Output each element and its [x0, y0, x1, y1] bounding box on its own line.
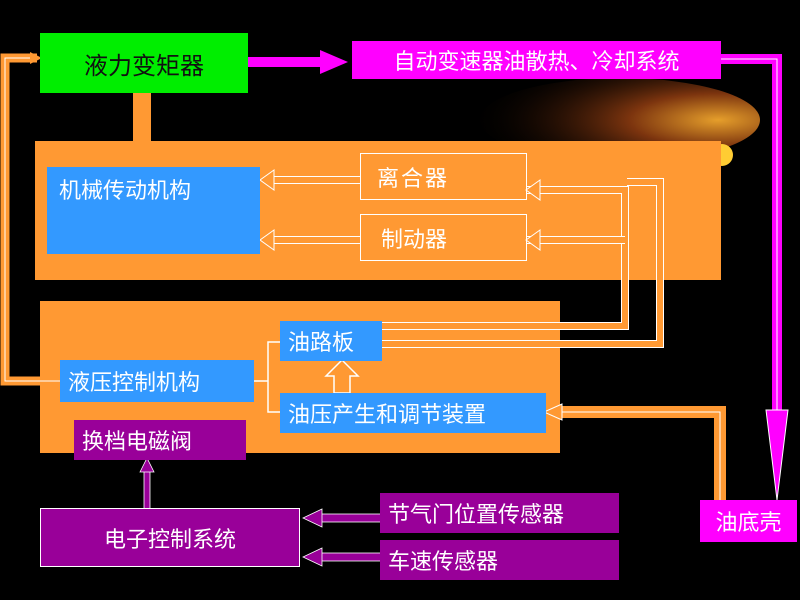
cooling-arrow-shaft [248, 57, 322, 67]
valve-body-box: 油路板 [280, 321, 382, 361]
drain-arrowhead [765, 409, 789, 501]
brake-label: 制动器 [381, 227, 448, 253]
supply-arrowhead [542, 403, 563, 421]
brake-feed-arrowhead [525, 229, 541, 251]
supply-line [560, 406, 726, 500]
cooling-system-box: 自动变速器油散热、冷却系统 [352, 41, 721, 79]
solenoid-signal-line [143, 469, 151, 511]
electronic-control-box: 电子控制系统 [40, 508, 300, 567]
hydraulic-control-label: 液压控制机构 [68, 371, 201, 396]
brake-to-mech-arrowhead [259, 229, 275, 251]
drain-line [721, 54, 782, 420]
speed-sensor-box: 车速传感器 [380, 540, 619, 580]
oil-pan-label: 油底壳 [715, 511, 782, 536]
mechanical-transmission-label: 机械传动机构 [59, 179, 192, 204]
mechanical-transmission-box: 机械传动机构 [47, 167, 260, 254]
oil-pan-box: 油底壳 [700, 500, 797, 542]
throttle-signal-line [319, 513, 383, 523]
shift-solenoid-label: 换档电磁阀 [82, 430, 193, 455]
throttle-sensor-label: 节气门位置传感器 [388, 503, 565, 528]
clutch-label: 离合器 [377, 166, 450, 192]
oil-pressure-unit-box: 油压产生和调节装置 [280, 393, 546, 433]
torque-link [133, 92, 151, 142]
cooling-system-label: 自动变速器油散热、冷却系统 [393, 50, 680, 75]
return-line-inner [4, 57, 60, 382]
throttle-sensor-box: 节气门位置传感器 [380, 493, 619, 533]
throttle-signal-arrowhead [302, 508, 323, 528]
drain-line-inner [721, 58, 778, 420]
speed-signal-line [319, 552, 383, 562]
brake-feed-line-a [382, 179, 663, 347]
supply-line-inner [560, 411, 721, 500]
electronic-control-label: 电子控制系统 [103, 527, 236, 553]
torque-converter-box: 液力变矩器 [40, 33, 248, 93]
clutch-box: 离合器 [360, 153, 527, 200]
clutch-to-mech-arrowhead [259, 169, 275, 191]
speed-signal-arrowhead [302, 547, 323, 567]
valve-body-label: 油路板 [288, 331, 355, 356]
solenoid-signal-arrowhead [139, 457, 155, 473]
brake-box: 制动器 [360, 214, 527, 261]
cooling-arrow-head [320, 50, 348, 74]
clutch-feed-line [382, 187, 628, 329]
hydraulic-control-box: 液压控制机构 [60, 360, 254, 402]
torque-converter-label: 液力变矩器 [84, 51, 204, 80]
speed-sensor-label: 车速传感器 [388, 550, 499, 575]
clutch-feed-arrowhead [525, 179, 541, 201]
shift-solenoid-box: 换档电磁阀 [74, 420, 246, 460]
bracket [267, 341, 280, 413]
return-arrowhead [30, 52, 42, 64]
pressure-up-arrow [324, 358, 360, 394]
oil-pressure-unit-label: 油压产生和调节装置 [288, 403, 487, 428]
